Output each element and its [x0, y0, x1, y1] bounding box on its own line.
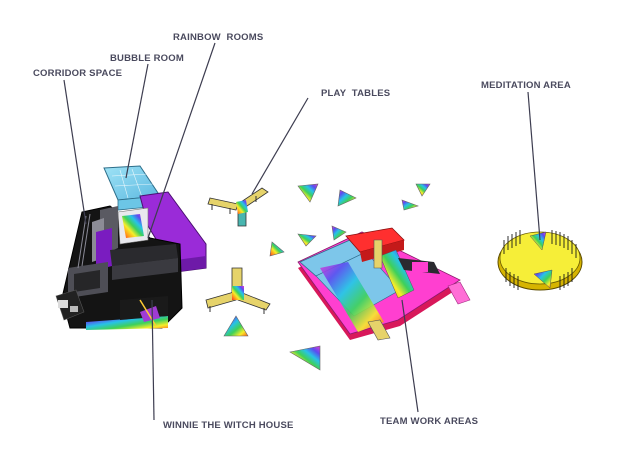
play-table-tri-arm — [207, 187, 269, 227]
play-table-triangle — [337, 189, 357, 207]
label-play-tables: PLAY TABLES — [321, 88, 390, 99]
play-table-triangle — [415, 183, 431, 197]
play-table-triangle — [401, 199, 419, 211]
play-table-tri-arm-2 — [205, 267, 271, 314]
label-corridor-space: CORRIDOR SPACE — [33, 68, 122, 79]
play-tables — [205, 183, 431, 371]
play-table-triangle — [223, 315, 249, 337]
play-table-triangle — [297, 183, 319, 203]
team-work-areas-model — [297, 227, 471, 341]
play-table-triangle — [269, 241, 285, 257]
play-table-triangle — [289, 345, 321, 371]
leader-lines — [63, 42, 541, 421]
label-bubble-room: BUBBLE ROOM — [110, 53, 184, 64]
label-rainbow-rooms: RAINBOW ROOMS — [173, 32, 263, 43]
building-model — [55, 165, 207, 330]
label-meditation-area: MEDITATION AREA — [481, 80, 571, 91]
play-table-triangle — [297, 233, 317, 247]
meditation-area-model — [497, 230, 583, 291]
label-winnie-the-witch-house: WINNIE THE WITCH HOUSE — [163, 420, 294, 431]
label-team-work-areas: TEAM WORK AREAS — [380, 416, 478, 427]
play-table-triangle — [331, 225, 347, 241]
